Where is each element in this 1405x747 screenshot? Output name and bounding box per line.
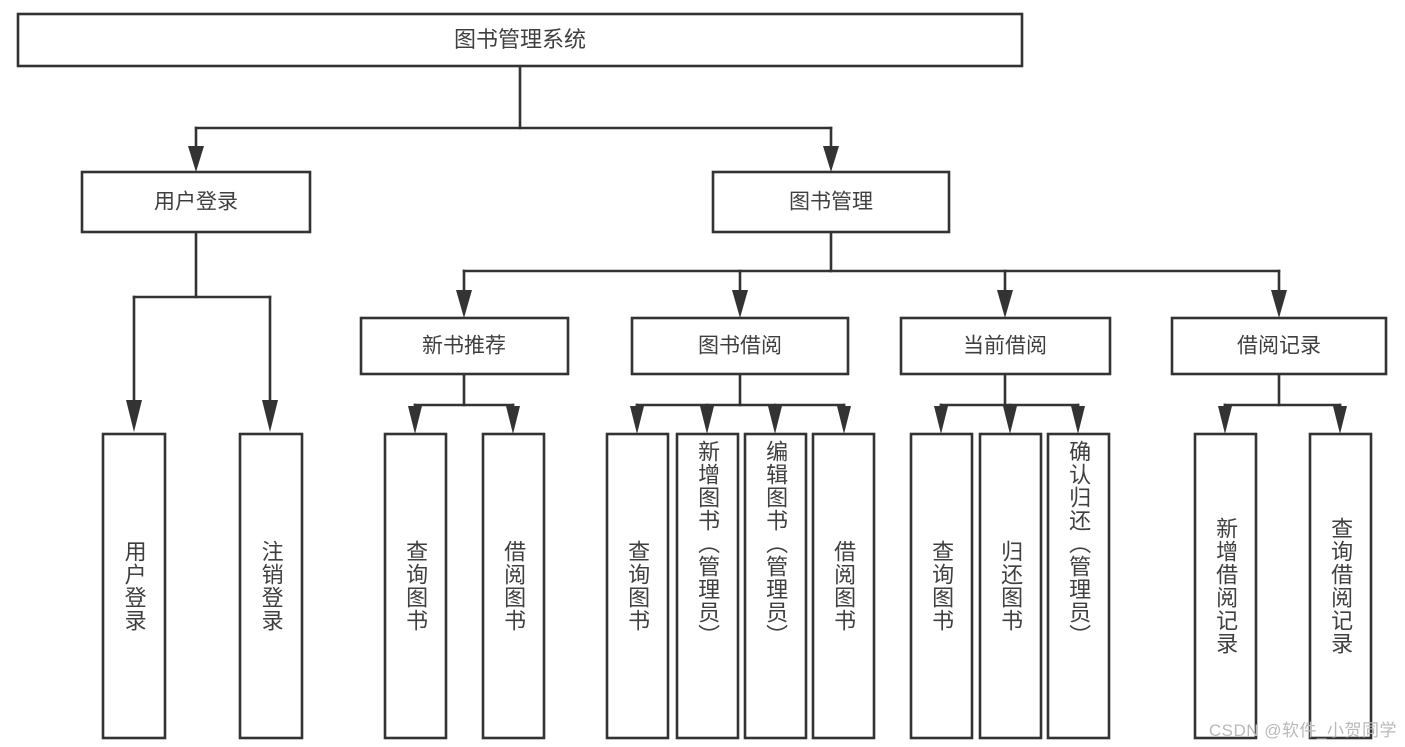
connector-newbook-to-leaves xyxy=(408,372,520,434)
arrow-head-icon xyxy=(934,406,948,434)
arrow-head-icon xyxy=(823,146,839,172)
arrow-head-icon xyxy=(732,290,748,318)
arrow-head-icon xyxy=(1071,406,1085,434)
leaf-box-user-login[interactable] xyxy=(101,432,167,740)
leaf-box-return-book[interactable] xyxy=(978,432,1043,740)
node-root-system[interactable]: 图书管理系统 xyxy=(16,12,1024,68)
arrow-head-icon xyxy=(1218,406,1232,434)
node-book-management[interactable]: 图书管理 xyxy=(711,170,951,234)
arrow-head-icon xyxy=(630,406,644,434)
node-borrow-record-label: 借阅记录 xyxy=(1237,335,1321,358)
leaf-box-borrow-book-1[interactable] xyxy=(481,432,546,740)
leaf-box-edit-book[interactable] xyxy=(743,432,808,740)
connector-currentborrow-to-leaves xyxy=(934,372,1085,434)
arrow-head-icon xyxy=(1271,290,1287,318)
leaf-box-borrow-book-2[interactable] xyxy=(811,432,876,740)
arrow-head-icon xyxy=(997,290,1013,318)
connector-bookmgmt-to-level3 xyxy=(456,230,1287,318)
leaf-boxes-group xyxy=(101,432,1373,740)
arrow-head-icon xyxy=(456,290,472,318)
node-current-borrow-label: 当前借阅 xyxy=(963,335,1047,358)
connector-root-to-level2 xyxy=(188,64,839,172)
leaf-box-add-record[interactable] xyxy=(1193,432,1258,740)
connector-borrowrecord-to-leaves xyxy=(1218,372,1347,434)
node-root-label: 图书管理系统 xyxy=(454,27,586,52)
connector-userlogin-to-leaves xyxy=(126,230,278,432)
node-user-login[interactable]: 用户登录 xyxy=(80,170,312,234)
leaf-box-query-book-3[interactable] xyxy=(909,432,974,740)
arrow-head-icon xyxy=(126,400,142,432)
csdn-watermark: CSDN @软件_小贺同学 xyxy=(1208,721,1397,740)
node-new-book-recommend[interactable]: 新书推荐 xyxy=(359,316,570,376)
node-user-login-label: 用户登录 xyxy=(154,191,238,214)
arrow-head-icon xyxy=(768,406,782,434)
node-borrow-record[interactable]: 借阅记录 xyxy=(1170,316,1388,376)
arrow-head-icon xyxy=(1333,406,1347,434)
node-book-borrow[interactable]: 图书借阅 xyxy=(630,316,850,376)
leaf-box-query-book-2[interactable] xyxy=(605,432,670,740)
leaf-box-add-book[interactable] xyxy=(675,432,740,740)
node-current-borrow[interactable]: 当前借阅 xyxy=(899,316,1112,376)
leaf-box-confirm-return[interactable] xyxy=(1046,432,1111,740)
arrow-head-icon xyxy=(700,406,714,434)
arrow-head-icon xyxy=(188,146,204,172)
arrow-head-icon xyxy=(408,406,422,434)
connector-bookborrow-to-leaves xyxy=(630,372,851,434)
leaf-box-logout-login[interactable] xyxy=(238,432,304,740)
arrow-head-icon xyxy=(262,400,278,432)
arrow-head-icon xyxy=(837,406,851,434)
node-book-borrow-label: 图书借阅 xyxy=(698,335,782,358)
arrow-head-icon xyxy=(506,406,520,434)
leaf-box-query-book-1[interactable] xyxy=(383,432,448,740)
node-new-book-recommend-label: 新书推荐 xyxy=(422,335,506,358)
arrow-head-icon xyxy=(1003,406,1017,434)
leaf-box-query-record[interactable] xyxy=(1308,432,1373,740)
node-book-management-label: 图书管理 xyxy=(789,191,873,214)
